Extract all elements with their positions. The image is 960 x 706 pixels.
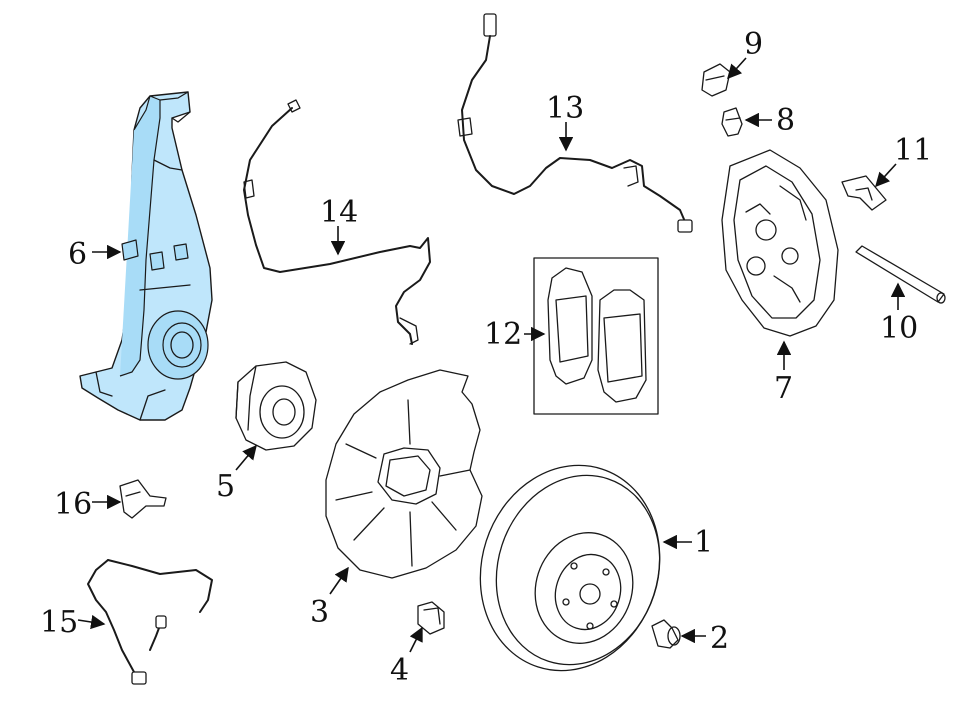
callout-arrows <box>77 57 906 653</box>
part-2-rotor-screw[interactable] <box>651 619 681 649</box>
callout-14: 14 <box>320 195 358 230</box>
callout-15: 15 <box>40 605 78 640</box>
part-11-clip[interactable] <box>841 175 887 211</box>
callout-9: 9 <box>744 27 763 62</box>
callout-16: 16 <box>54 487 92 522</box>
part-10-guide-pin[interactable] <box>855 245 946 304</box>
part-16-bracket[interactable] <box>119 479 167 519</box>
callout-3: 3 <box>310 595 329 630</box>
callout-12: 12 <box>484 317 522 352</box>
part-14-sensor-wire[interactable] <box>243 99 431 345</box>
part-9-bleeder-cap[interactable] <box>701 63 731 97</box>
part-4-bolt[interactable] <box>417 601 445 635</box>
part-13-brake-hose[interactable] <box>457 13 693 233</box>
part-6-steering-knuckle[interactable] <box>79 91 213 421</box>
callout-7: 7 <box>774 371 793 406</box>
part-15-sensor-harness[interactable] <box>87 559 213 685</box>
callout-4: 4 <box>390 653 409 688</box>
part-12-brake-pads[interactable] <box>533 257 659 415</box>
callout-11: 11 <box>894 133 932 168</box>
part-7-caliper[interactable] <box>721 149 839 337</box>
part-8-bleeder-screw[interactable] <box>721 107 743 137</box>
callout-6: 6 <box>68 237 87 272</box>
callout-8: 8 <box>776 103 795 138</box>
part-3-dust-shield[interactable] <box>325 369 483 579</box>
part-5-hub-bearing[interactable] <box>235 361 317 451</box>
callout-5: 5 <box>216 469 235 504</box>
callout-13: 13 <box>546 91 584 126</box>
callout-1: 1 <box>694 525 713 560</box>
part-1-brake-rotor[interactable] <box>454 442 686 694</box>
callout-10: 10 <box>880 311 918 346</box>
callout-2: 2 <box>710 621 729 656</box>
